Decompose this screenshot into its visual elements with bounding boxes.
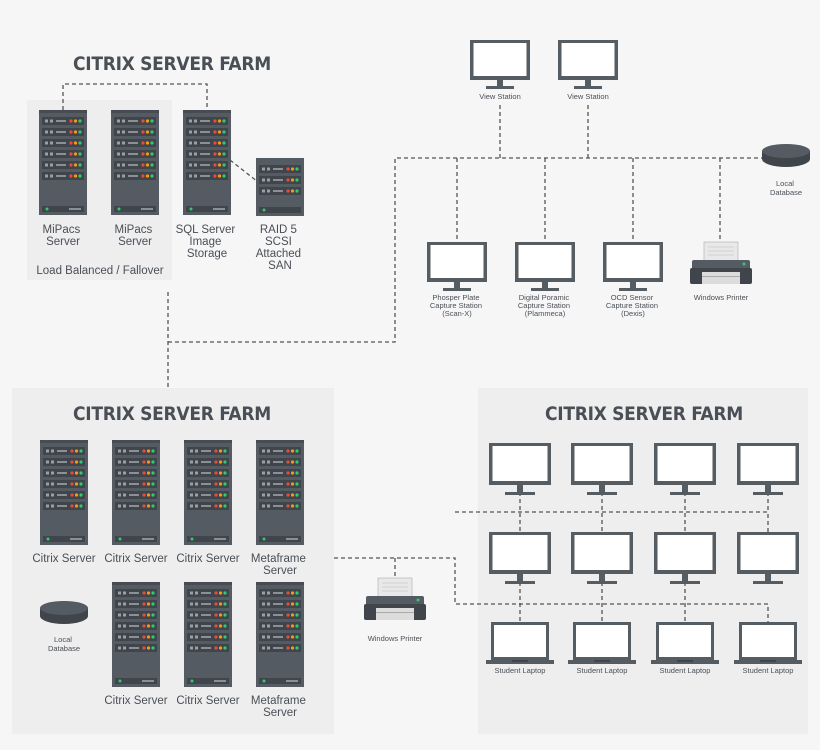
student-laptop-2 [568,622,636,664]
sql-server-label: SQL Server Image Storage [176,224,239,260]
ocd-sensor-station-label: OCD Sensor Capture Station (Dexis) [606,293,660,318]
digital-poramic-station [515,242,575,291]
raid-san [256,158,304,216]
view-station-2-label: View Station [567,92,609,101]
phosper-station [427,242,487,291]
ocd-sensor-station [603,242,663,291]
local-database-bottom-label: Local Database [48,635,80,653]
citrix-server-2-label: Citrix Server [104,553,167,565]
windows-printer-top-icon [689,241,753,285]
metaframe-server-2-label: Metaframe Server [251,695,309,719]
citrix-server-1 [40,440,88,545]
load-balanced-caption: Load Balanced / Fallover [36,265,163,277]
local-database-label: Local Database [770,179,802,197]
top-farm-title: CITRIX SERVER FARM [73,53,271,75]
mipacs-server-2-label: MiPacs Server [115,224,156,248]
local-database-icon [762,144,810,167]
citrix-server-4 [112,582,160,687]
windows-printer-middle-label: Windows Printer [368,634,423,643]
student-laptop-1 [486,622,554,664]
bottom-right-farm-title: CITRIX SERVER FARM [545,403,743,425]
digital-poramic-station-label: Digital Poramic Capture Station (Plammec… [518,293,572,318]
windows-printer-middle-icon [363,577,427,621]
connectors [62,83,769,622]
bottom-left-farm-title: CITRIX SERVER FARM [73,403,271,425]
citrix-server-5 [184,582,232,687]
phosper-station-label: Phosper Plate Capture Station (Scan-X) [430,293,484,318]
citrix-server-4-label: Citrix Server [104,695,167,707]
citrix-server-3-label: Citrix Server [176,553,239,565]
citrix-server-2 [112,440,160,545]
windows-printer-top-label: Windows Printer [694,293,749,302]
mipacs-server-2 [111,110,159,215]
view-station-1-label: View Station [479,92,521,101]
sql-server [183,110,231,215]
raid-san-label: RAID 5 SCSI Attached SAN [256,224,305,272]
citrix-server-3 [184,440,232,545]
student-laptop-4-label: Student Laptop [743,666,794,675]
view-station-1 [470,40,530,89]
student-laptop-2-label: Student Laptop [577,666,628,675]
local-database-bottom-icon [40,601,88,624]
metaframe-server-1 [256,440,304,545]
student-laptop-4 [734,622,802,664]
citrix-server-1-label: Citrix Server [32,553,95,565]
student-laptop-1-label: Student Laptop [495,666,546,675]
citrix-server-5-label: Citrix Server [176,695,239,707]
mipacs-server-1 [39,110,87,215]
student-laptop-3 [651,622,719,664]
metaframe-server-2 [256,582,304,687]
view-station-2 [558,40,618,89]
mipacs-server-1-label: MiPacs Server [43,224,84,248]
student-laptop-3-label: Student Laptop [660,666,711,675]
metaframe-server-1-label: Metaframe Server [251,553,309,577]
